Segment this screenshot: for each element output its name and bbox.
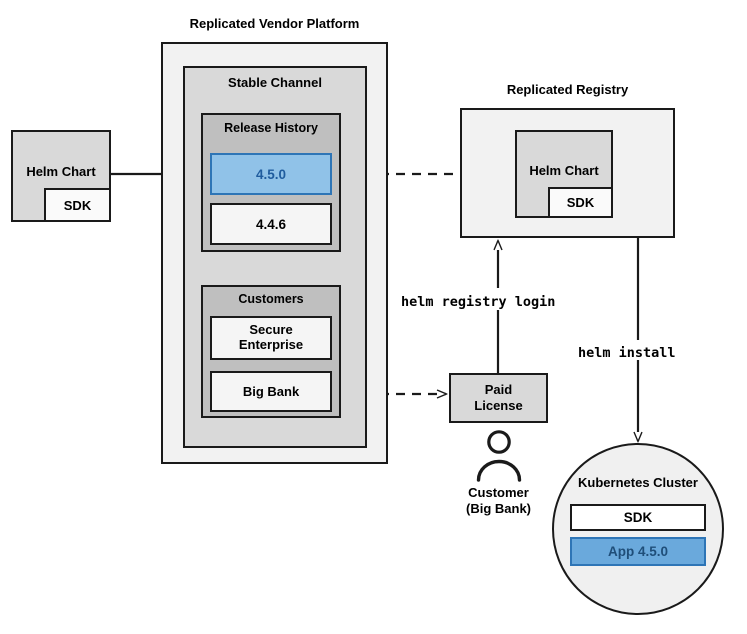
- customer-secure-enterprise-line1: Secure: [249, 322, 293, 338]
- helm-chart-source-sdk[interactable]: SDK: [44, 188, 111, 222]
- release-4-5-0[interactable]: 4.5.0: [210, 153, 332, 195]
- customer-big-bank-label: Big Bank: [242, 384, 300, 399]
- paid-license-line2: License: [474, 398, 523, 413]
- command-helm-registry-login: helm registry login: [401, 294, 556, 310]
- release-4-4-6-label: 4.4.6: [255, 216, 287, 232]
- customer-big-bank[interactable]: Big Bank: [210, 371, 332, 412]
- customer-caption: Customer (Big Bank): [437, 485, 560, 518]
- helm-chart-source-sdk-label: SDK: [63, 197, 92, 213]
- release-history-title: Release History: [224, 121, 318, 135]
- stable-channel-title: Stable Channel: [228, 75, 322, 90]
- registry-sdk-label: SDK: [566, 195, 595, 210]
- cluster-sdk-label: SDK: [623, 510, 653, 525]
- paid-license[interactable]: Paid License: [449, 373, 548, 423]
- paid-license-line1: Paid: [484, 382, 513, 398]
- customer-secure-enterprise-line2: Enterprise: [238, 337, 304, 352]
- platform-title: Replicated Vendor Platform: [189, 16, 360, 31]
- customers-title: Customers: [238, 292, 304, 306]
- registry-title: Replicated Registry: [506, 82, 629, 97]
- cluster-sdk[interactable]: SDK: [570, 504, 706, 531]
- helm-chart-source-label: Helm Chart: [26, 164, 96, 179]
- customer-secure-enterprise[interactable]: Secure Enterprise: [210, 316, 332, 360]
- customer-caption-line1: Customer: [468, 485, 529, 500]
- release-4-4-6[interactable]: 4.4.6: [210, 203, 332, 245]
- command-helm-install: helm install: [578, 345, 676, 361]
- customer-person-icon: [476, 430, 522, 482]
- cluster-app[interactable]: App 4.5.0: [570, 537, 706, 566]
- customer-caption-line2: (Big Bank): [466, 501, 531, 517]
- registry-helm-chart-label: Helm Chart: [529, 163, 599, 178]
- registry-sdk[interactable]: SDK: [548, 187, 613, 218]
- kubernetes-cluster-title: Kubernetes Cluster: [578, 475, 698, 490]
- release-4-5-0-label: 4.5.0: [255, 166, 287, 182]
- cluster-app-label: App 4.5.0: [607, 544, 669, 559]
